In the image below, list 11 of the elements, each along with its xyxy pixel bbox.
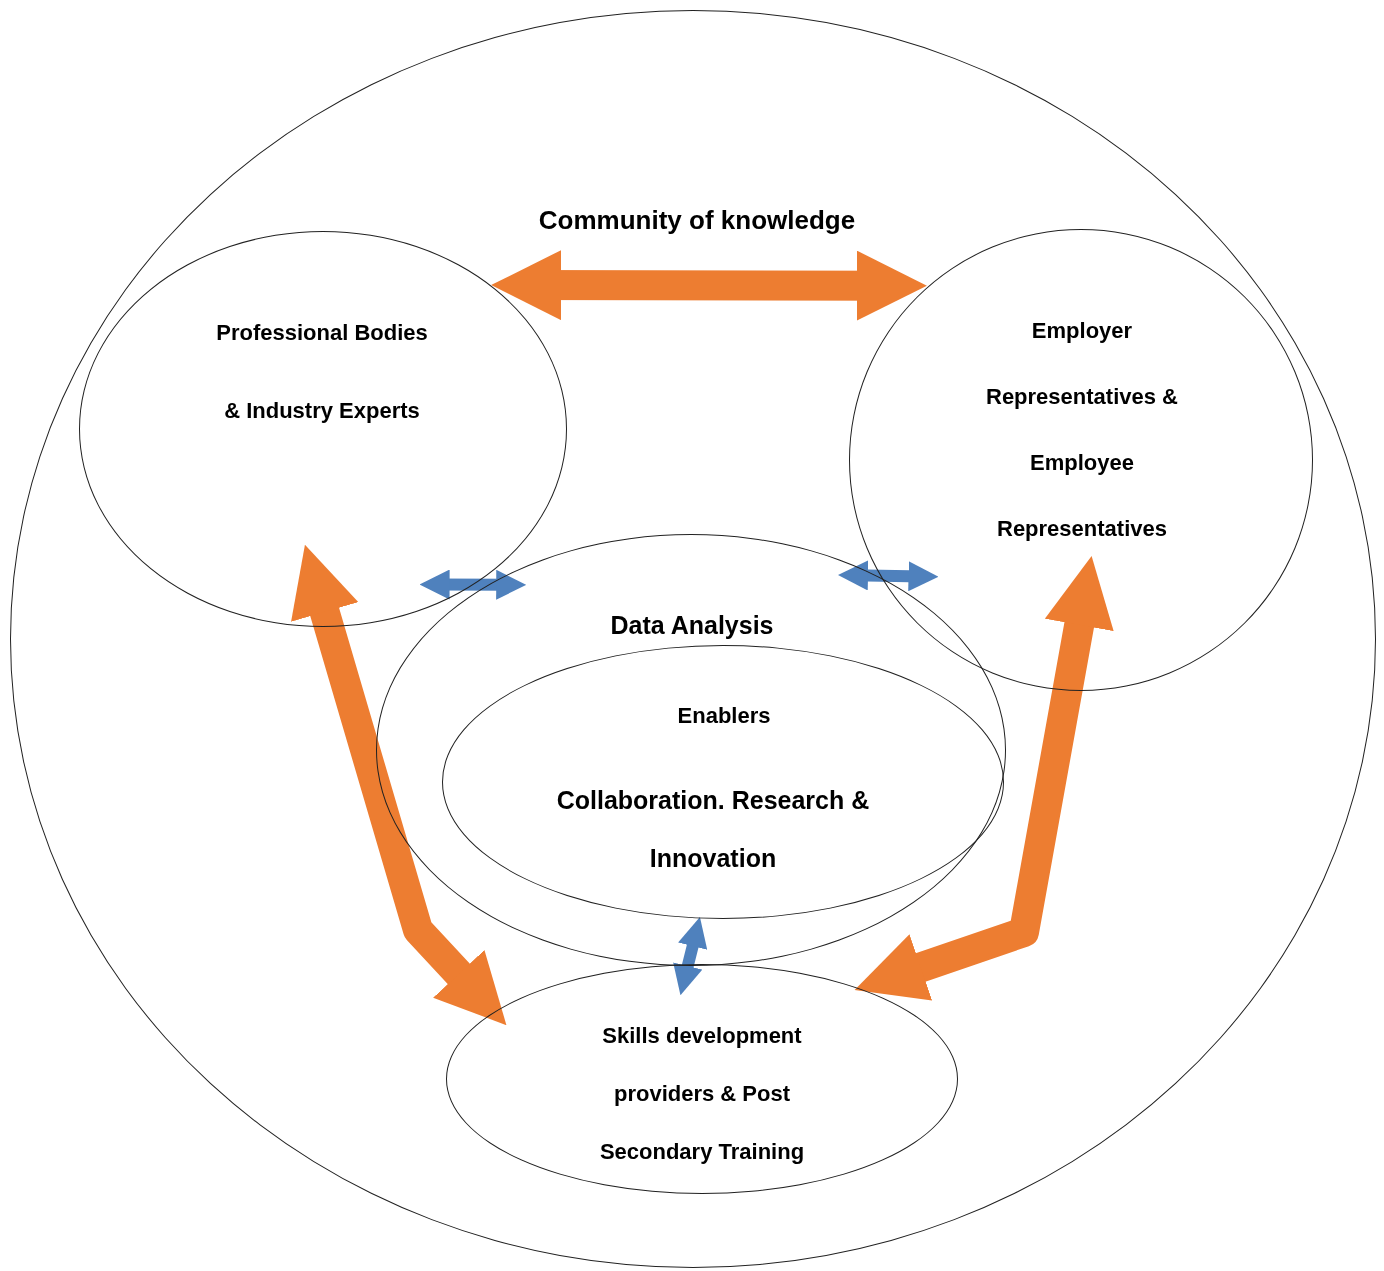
node-text: Data Analysis bbox=[609, 610, 775, 641]
node-text: Professional Bodies & Industry Experts bbox=[215, 319, 429, 425]
node-text: Collaboration. Research & Innovation bbox=[555, 785, 871, 874]
double-arrow bbox=[838, 560, 939, 592]
node-heading: Enablers bbox=[676, 702, 772, 730]
double-arrow bbox=[291, 544, 507, 1026]
double-arrow bbox=[419, 569, 527, 600]
node-text: Skills development providers & Post Secondary Training bbox=[598, 1022, 806, 1166]
double-arrow bbox=[491, 250, 927, 321]
node-text: Employer Representatives & Employee Representatives bbox=[985, 317, 1179, 543]
double-arrow bbox=[673, 917, 708, 996]
